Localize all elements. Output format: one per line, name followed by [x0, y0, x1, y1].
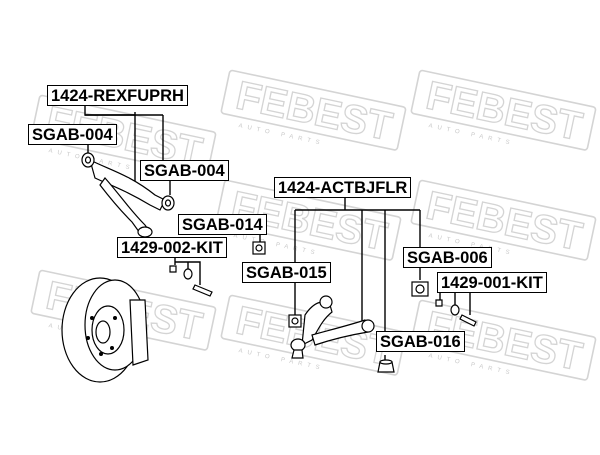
lower-control-arm: [290, 295, 375, 359]
watermark-brand: FEBEST: [422, 73, 585, 149]
label-lower-arm: 1424-ACTBJFLR: [274, 177, 412, 198]
wheel-hub-disc: [61, 277, 149, 383]
label-sgab-004-right: SGAB-004: [140, 160, 229, 181]
bushing-sgab-004-left: [81, 152, 95, 168]
label-sgab-016: SGAB-016: [376, 331, 465, 352]
bolt-kit-1429-001: [435, 299, 477, 327]
label-sgab-006: SGAB-006: [403, 247, 492, 268]
label-sgab-004-left: SGAB-004: [28, 124, 117, 145]
bushing-sgab-014: [252, 241, 266, 255]
bolt-kit-1429-002: [169, 265, 213, 297]
bushing-sgab-004-right: [161, 195, 175, 211]
watermark-logo: FEBEST AUTO PARTS: [220, 69, 407, 151]
label-sgab-015: SGAB-015: [242, 262, 331, 283]
label-1429-002-kit: 1429-002-KIT: [117, 237, 227, 258]
label-upper-arm: 1424-REXFUPRH: [47, 85, 188, 106]
bushing-sgab-015: [288, 314, 302, 328]
watermark-brand: FEBEST: [232, 73, 395, 149]
label-sgab-014: SGAB-014: [178, 214, 267, 235]
bushing-sgab-016: [377, 359, 395, 373]
watermark-logo: FEBEST AUTO PARTS: [410, 69, 597, 151]
label-1429-001-kit: 1429-001-KIT: [437, 272, 547, 293]
bushing-sgab-006: [411, 281, 429, 297]
